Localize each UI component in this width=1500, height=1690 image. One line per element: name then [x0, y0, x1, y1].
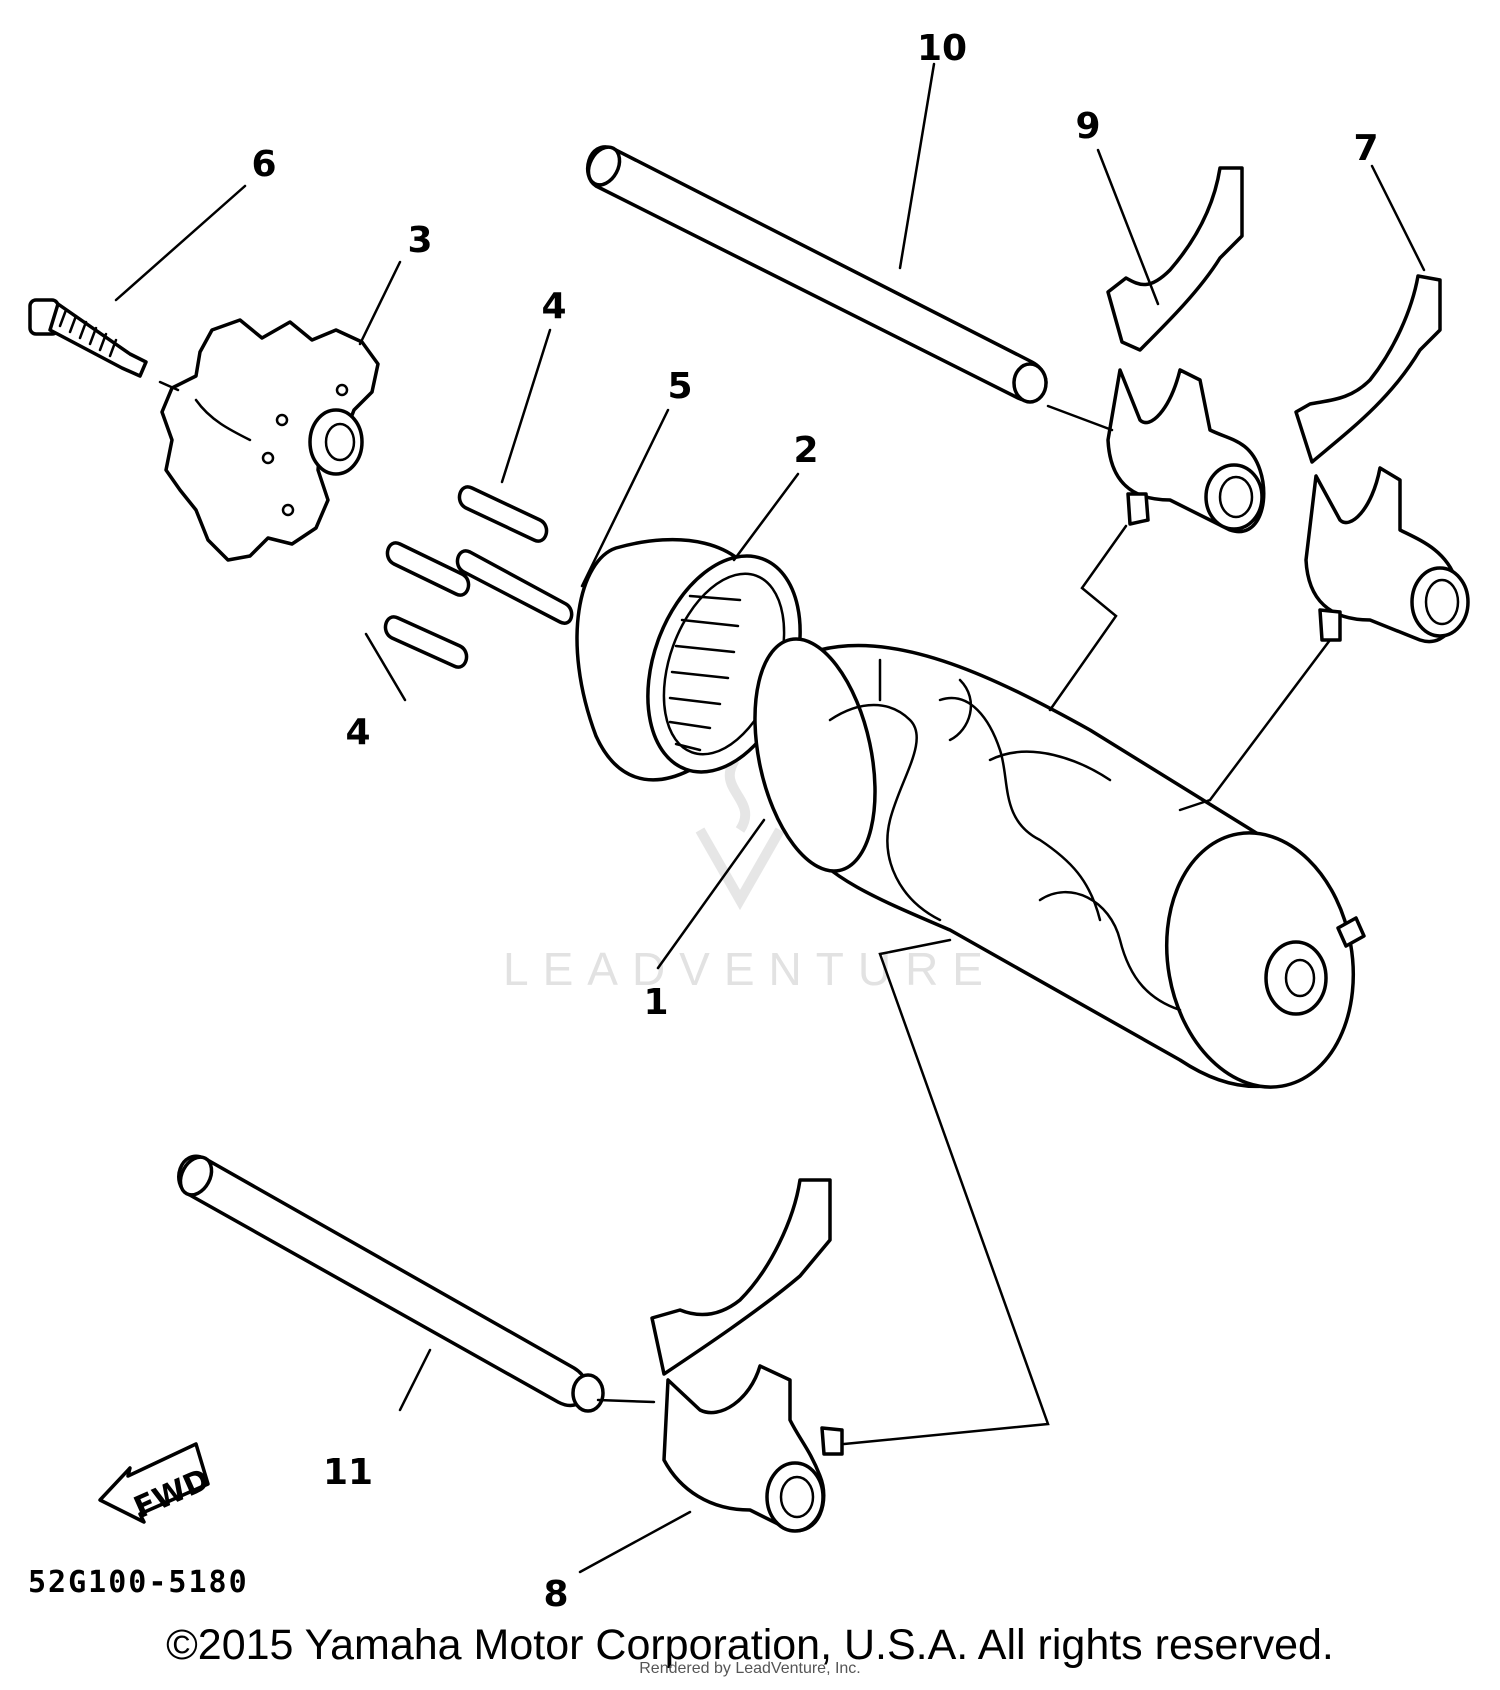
part-3-segment[interactable] [160, 318, 380, 562]
diagram-code: 52G100-5180 [28, 1565, 249, 1600]
part-4-pin-lower[interactable] [383, 615, 469, 669]
watermark-logo [695, 757, 785, 911]
part-6-bolt[interactable] [28, 298, 148, 378]
part-9-shift-fork[interactable] [1106, 166, 1266, 534]
part-8-shift-fork[interactable] [650, 1178, 844, 1533]
callout-9: 9 [1075, 106, 1100, 147]
fwd-arrow-icon: FWD [98, 1442, 215, 1526]
copyright-notice: ©2015 Yamaha Motor Corporation, U.S.A. A… [166, 1621, 1334, 1669]
callout-1: 1 [643, 982, 668, 1023]
rendered-by-notice: Rendered by LeadVenture, Inc. [639, 1660, 861, 1677]
callout-3: 3 [407, 220, 432, 261]
callout-10: 10 [917, 28, 967, 69]
watermark-text: LEADVENTURE [503, 943, 997, 995]
callout-2: 2 [793, 430, 818, 471]
part-5-pin[interactable] [455, 549, 574, 625]
callout-8: 8 [543, 1574, 568, 1615]
part-4-pin-middle[interactable] [385, 541, 471, 597]
part-1-shift-cam[interactable] [736, 628, 1373, 1102]
part-4-pin-upper[interactable] [457, 485, 549, 543]
part-7-shift-fork[interactable] [1294, 274, 1470, 644]
part-10-guide-bar[interactable] [582, 142, 1048, 404]
part-11-guide-bar[interactable] [174, 1152, 605, 1413]
callout-11: 11 [323, 1452, 373, 1493]
callout-5: 5 [667, 366, 692, 407]
callout-6: 6 [251, 144, 276, 185]
callout-4-lower: 4 [345, 712, 370, 753]
leader-lines [114, 62, 1426, 1574]
callout-4-upper: 4 [541, 286, 566, 327]
part-2-bearing[interactable] [575, 535, 828, 793]
callout-7: 7 [1353, 128, 1378, 169]
